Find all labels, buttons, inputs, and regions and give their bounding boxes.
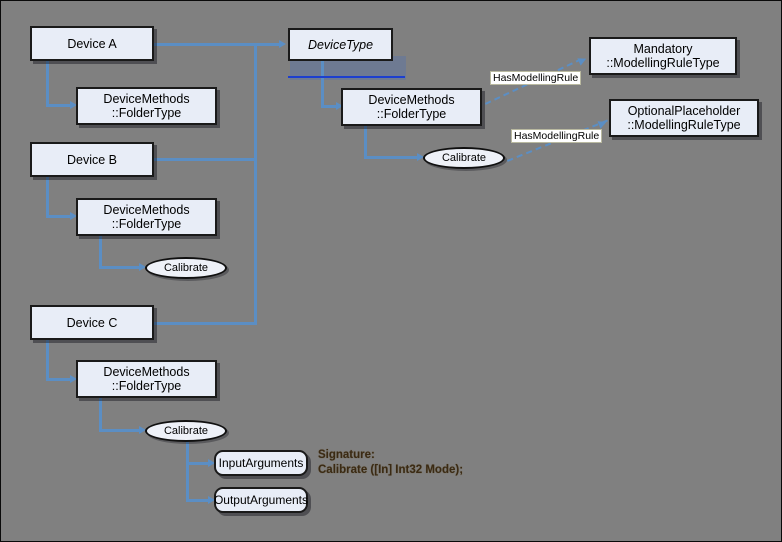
node-output-arguments[interactable]: OutputArguments [214, 487, 308, 513]
connector-type-trunk [254, 43, 257, 324]
node-device-c-methods[interactable]: DeviceMethods ::FolderType [76, 360, 217, 398]
connector-device-c-right [46, 378, 73, 381]
arrowhead-has-modelling-rule-1 [577, 54, 588, 66]
connector-device-b-calibrate [99, 266, 142, 269]
node-input-arguments[interactable]: InputArguments [214, 450, 308, 476]
arrowhead-output-arguments [208, 496, 215, 504]
connector-device-type-down [321, 61, 324, 106]
arrowhead-device-c-calibrate [139, 426, 146, 434]
connector-device-b-right [46, 215, 73, 218]
node-device-a-methods[interactable]: DeviceMethods ::FolderType [76, 87, 217, 125]
device-type-selection-underline [288, 76, 405, 78]
connector-output-arguments [186, 499, 211, 502]
node-optional-placeholder-modelling-rule[interactable]: OptionalPlaceholder ::ModellingRuleType [609, 99, 759, 137]
node-device-a[interactable]: Device A [30, 26, 154, 61]
node-device-b-calibrate[interactable]: Calibrate [145, 257, 227, 279]
connector-device-c-down [46, 340, 49, 381]
arrowhead-device-b-methods [70, 212, 77, 220]
node-type-methods[interactable]: DeviceMethods ::FolderType [341, 88, 482, 126]
connector-device-a-to-type [154, 43, 282, 46]
node-device-c[interactable]: Device C [30, 305, 154, 340]
node-device-c-calibrate[interactable]: Calibrate [145, 420, 227, 442]
signature-annotation: Signature: Calibrate ([In] Int32 Mode); [318, 449, 464, 476]
connector-device-c-calibrate [99, 429, 142, 432]
arrowhead-device-b-calibrate [139, 263, 146, 271]
connector-device-b-methods-down [99, 236, 102, 269]
connector-device-c-to-type [154, 322, 257, 325]
node-device-b-methods[interactable]: DeviceMethods ::FolderType [76, 198, 217, 236]
label-has-modelling-rule-2: HasModellingRule [511, 129, 603, 143]
node-type-calibrate[interactable]: Calibrate [423, 147, 505, 169]
connector-device-a-down [46, 61, 49, 107]
connector-calibrate-args-down [186, 442, 189, 502]
connector-input-arguments [186, 462, 211, 465]
connector-type-calibrate [364, 156, 420, 159]
arrowhead-device-a-methods [70, 101, 77, 109]
arrowhead-device-type [279, 40, 286, 48]
connector-device-b-to-type [154, 158, 257, 161]
arrowhead-device-c-methods [70, 375, 77, 383]
node-device-b[interactable]: Device B [30, 142, 154, 177]
connector-device-b-down [46, 177, 49, 218]
connector-device-a-right [46, 104, 73, 107]
connector-device-c-methods-down [99, 398, 102, 431]
connector-device-type-right [321, 105, 339, 108]
node-device-type[interactable]: DeviceType [288, 28, 393, 61]
node-mandatory-modelling-rule[interactable]: Mandatory ::ModellingRuleType [589, 37, 737, 75]
arrowhead-type-calibrate [417, 153, 424, 161]
arrowhead-input-arguments [208, 459, 215, 467]
label-has-modelling-rule-1: HasModellingRule [490, 71, 582, 85]
arrowhead-type-methods [336, 102, 343, 110]
connector-type-methods-down [364, 126, 367, 159]
